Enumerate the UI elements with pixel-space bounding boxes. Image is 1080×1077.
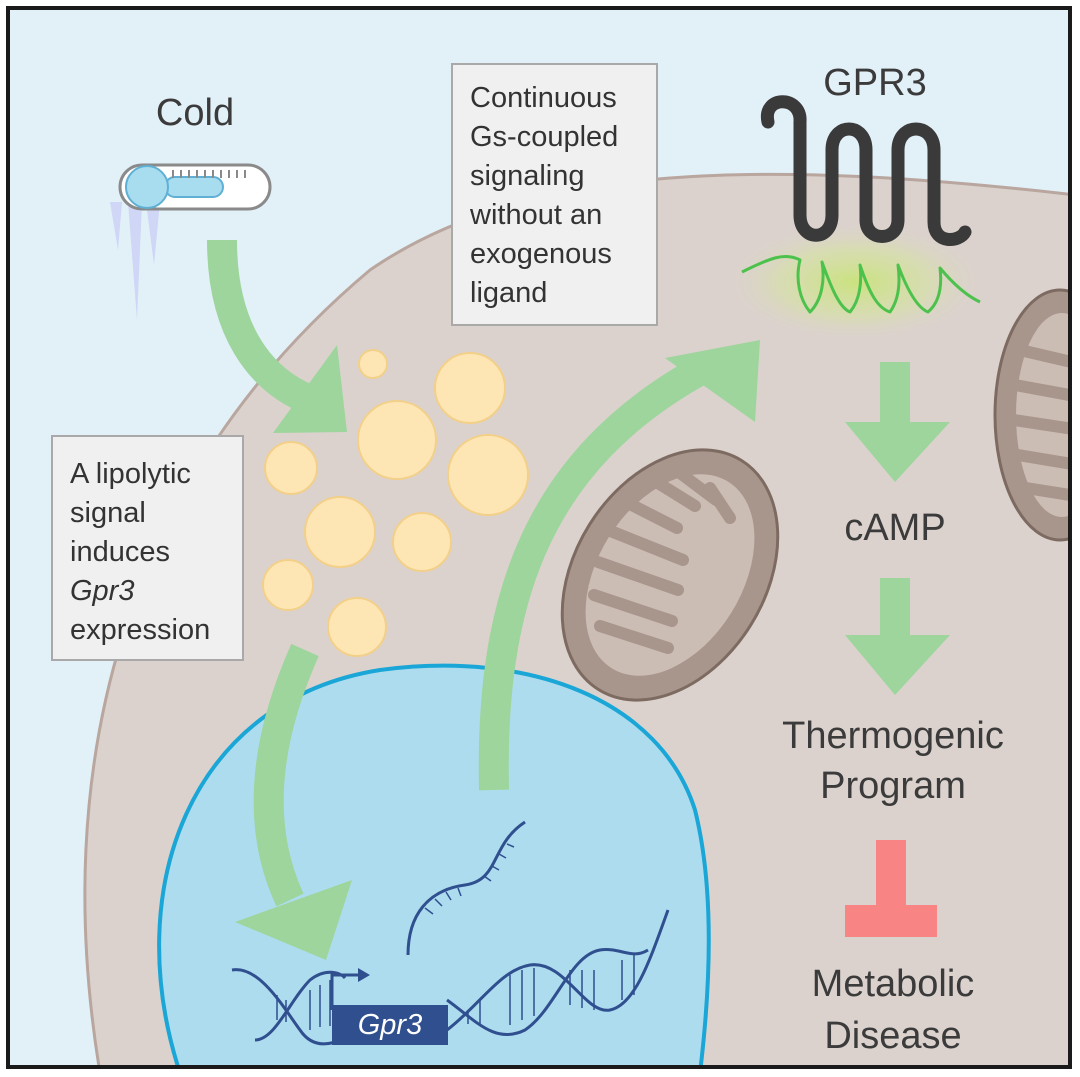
arrow-camp-to-thermogenic <box>845 578 950 695</box>
lipolytic-text-line: Gpr3 <box>70 575 135 607</box>
transcription-start-arrow-icon <box>330 968 370 1010</box>
mitochondrion-icon <box>993 288 1068 542</box>
thermogenic-label-line2: Program <box>820 765 966 807</box>
signaling-text-line: exogenous <box>470 238 612 270</box>
lipid-droplet-icon <box>262 349 529 657</box>
mitochondrion-icon <box>560 448 780 702</box>
lipolytic-text-line: expression <box>70 614 211 646</box>
arrow-gene-to-receptor <box>478 340 760 791</box>
lipolytic-text-line: induces <box>70 536 170 568</box>
lipolytic-text-line: signal <box>70 497 146 529</box>
gpr3-label: GPR3 <box>823 62 926 104</box>
thermometer-icon <box>110 163 272 320</box>
gene-label: Gpr3 <box>358 1009 422 1041</box>
cold-label: Cold <box>156 92 234 134</box>
signaling-text-line: without an <box>470 199 603 231</box>
signaling-text-line: Continuous <box>470 82 617 114</box>
metabolic-disease-label-line2: Disease <box>824 1015 961 1057</box>
signaling-text-line: Gs-coupled <box>470 121 619 153</box>
metabolic-disease-label-line1: Metabolic <box>812 963 975 1005</box>
lipolytic-text-line: A lipolytic <box>70 458 191 490</box>
inhibition-bar-icon <box>845 840 937 937</box>
signaling-textbox: Continuous Gs-coupled signaling without … <box>451 63 658 326</box>
arrow-cold-to-lipids <box>207 239 347 433</box>
g-protein-glow <box>720 220 990 344</box>
arrow-receptor-to-camp <box>845 362 950 482</box>
graphical-abstract-frame: Gpr3 Cold GPR3 cAMP Thermogenic Program … <box>6 6 1072 1069</box>
signaling-text-line: signaling <box>470 160 585 192</box>
thermogenic-label-line1: Thermogenic <box>782 715 1004 757</box>
nucleus <box>157 663 711 1065</box>
camp-label: cAMP <box>844 507 945 549</box>
g-protein-icon <box>741 254 981 314</box>
mrna-icon <box>406 820 526 956</box>
gpcr-receptor-icon <box>761 95 972 246</box>
gene-box <box>332 1005 448 1045</box>
dna-helix-icon <box>231 909 670 1046</box>
signaling-text-line: ligand <box>470 277 548 309</box>
arrow-lipolysis-to-gene <box>235 643 352 960</box>
lipolytic-textbox: A lipolytic signal induces Gpr3 expressi… <box>51 435 244 661</box>
